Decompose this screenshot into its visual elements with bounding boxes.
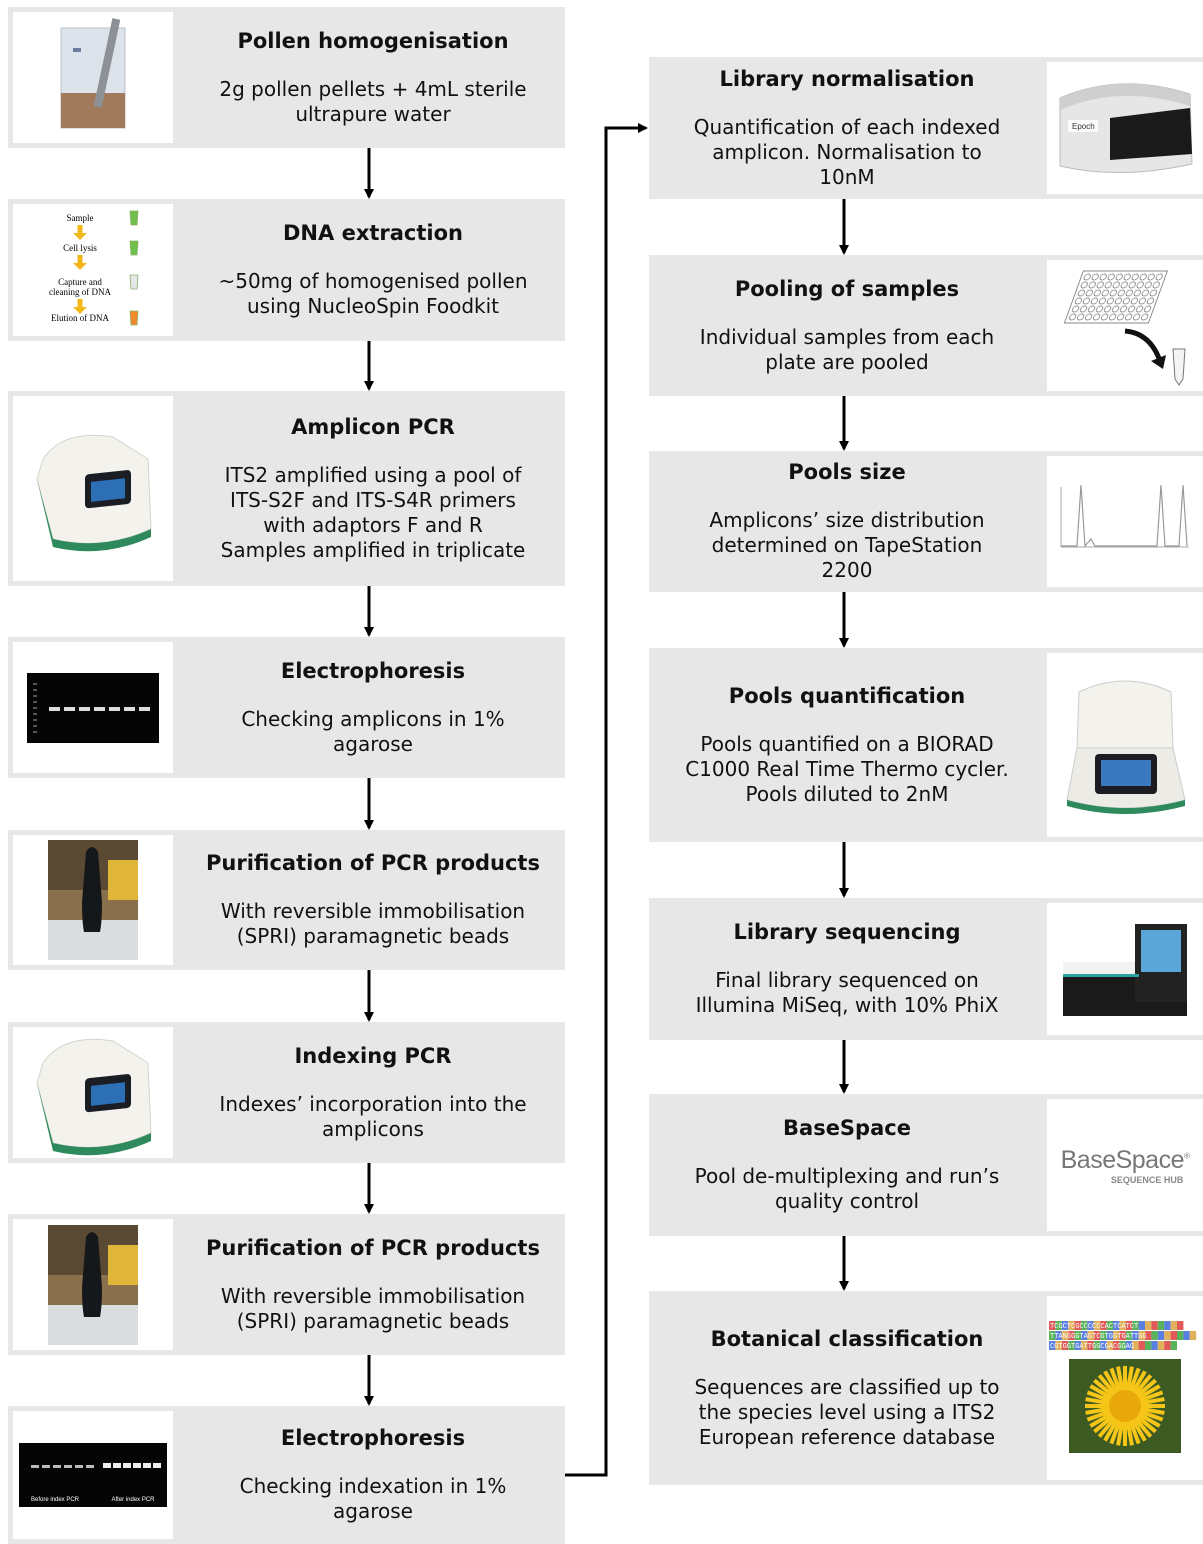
step-title: Electrophoresis (280, 658, 466, 683)
electropherogram-icon (1047, 456, 1203, 587)
magnet-rack-photo-icon (13, 1219, 173, 1350)
left-step-7-purification-of-pcr-products: Purification of PCR products With revers… (8, 1214, 565, 1355)
step-title: Indexing PCR (294, 1043, 452, 1068)
basespace-logo-icon: BaseSpace® SEQUENCE HUB (1047, 1099, 1203, 1231)
sequencer-photo-icon (1047, 903, 1203, 1035)
step-description: With reversible immobilisation (SPRI) pa… (220, 899, 526, 948)
left-step-1-pollen-homogenisation: Pollen homogenisation 2g pollen pellets … (8, 7, 565, 148)
plate-reader-photo-icon: Epoch (1047, 62, 1203, 194)
right-step-1-library-normalisation: Epoch Library normalisation Quantificati… (649, 57, 1203, 199)
step-title: DNA extraction (283, 221, 463, 245)
step-description: ~50mg of homogenised pollen using Nucleo… (218, 269, 528, 318)
step-description: 2g pollen pellets + 4mL sterile ultrapur… (219, 76, 527, 126)
left-step-5-purification-of-pcr-products: Purification of PCR products With revers… (8, 830, 565, 970)
step-title: Electrophoresis (280, 1426, 466, 1450)
step-title: Pools size (788, 460, 906, 484)
sequence-row: TCGCTCGCCCCCCACTCATCT (1050, 1323, 1138, 1331)
extraction-step-label: Capture and (58, 277, 102, 287)
step-description: Checking indexation in 1% agarose (239, 1474, 507, 1523)
left-step-6-indexing-pcr: Indexing PCR Indexes’ incorporation into… (8, 1022, 565, 1163)
left-step-8-electrophoresis: Before index PCR After index PCR Electrop… (8, 1406, 565, 1544)
step-title: Amplicon PCR (291, 414, 455, 439)
gel-label-before: Before index PCR (31, 1497, 80, 1503)
step-description: Pool de-multiplexing and run’s quality c… (694, 1164, 1000, 1213)
step-title: Library normalisation (719, 66, 975, 91)
step-title: Purification of PCR products (206, 1235, 540, 1260)
qpcr-photo-icon (1047, 653, 1203, 837)
extraction-step-label: Sample (67, 213, 94, 223)
step-title: Botanical classification (710, 1326, 984, 1351)
step-description: Sequences are classified up to the speci… (694, 1374, 1000, 1449)
plate-reader-label: Epoch (1072, 122, 1095, 131)
right-step-3-pools-size: Pools size Amplicons’ size distribution … (649, 451, 1203, 592)
step-title: Purification of PCR products (206, 851, 540, 875)
sequence-row: CGTGGTGATTGGCGACGGAG (1050, 1343, 1134, 1351)
extraction-step-label: cleaning of DNA (49, 287, 111, 297)
right-step-2-pooling-of-samples: Pooling of samples Individual samples fr… (649, 255, 1203, 396)
step-description: Individual samples from each plate are p… (699, 324, 995, 374)
connector-arrow-left-to-right (565, 123, 648, 1477)
step-description: Indexes’ incorporation into the amplicon… (219, 1091, 527, 1141)
gel-photo-icon: Before index PCR After index PCR (13, 1411, 173, 1539)
beaker-photo-icon (13, 12, 173, 143)
right-step-6-basespace: BaseSpace® SEQUENCE HUB BaseSpace Pool d… (649, 1094, 1203, 1236)
step-title: Library sequencing (733, 920, 961, 944)
thermocycler-photo-icon (13, 1027, 173, 1158)
step-description: Checking amplicons in 1% agarose (241, 706, 505, 756)
step-description: ITS2 amplified using a pool of ITS-S2F a… (220, 462, 526, 562)
step-title: Pooling of samples (734, 276, 960, 301)
basespace-logo-subtitle: SEQUENCE HUB (1110, 1174, 1184, 1185)
step-description: Pools quantified on a BIORAD C1000 Real … (685, 731, 1009, 806)
extraction-step-label: Elution of DNA (51, 313, 109, 323)
step-description: Quantification of each indexed amplicon.… (693, 114, 1001, 189)
step-description: Final library sequenced on Illumina MiSe… (695, 968, 999, 1017)
sequence-flower-photo-icon: TCGCTCGCCCCCCACTCATCT TTANGGGTAGTCGTGGTGA… (1047, 1296, 1203, 1480)
basespace-logo-text: BaseSpace® (1060, 1145, 1190, 1174)
plate-to-tube-icon (1047, 260, 1203, 391)
left-step-3-amplicon-pcr: Amplicon PCR ITS2 amplified using a pool… (8, 391, 565, 586)
gel-photo-icon (13, 642, 173, 773)
right-step-5-library-sequencing: Library sequencing Final library sequenc… (649, 898, 1203, 1040)
step-description: Amplicons’ size distribution determined … (709, 508, 985, 582)
sequence-row: TTANGGGTAGTCGTGGTGATTGG (1050, 1333, 1147, 1341)
step-title: Pollen homogenisation (237, 28, 509, 53)
right-step-4-pools-quantification: Pools quantification Pools quantified on… (649, 648, 1203, 842)
thermocycler-photo-icon (13, 396, 173, 581)
step-description: With reversible immobilisation (SPRI) pa… (220, 1283, 526, 1333)
step-title: Pools quantification (728, 683, 966, 708)
extraction-step-label: Cell lysis (63, 243, 97, 253)
gel-label-after: After index PCR (111, 1497, 155, 1503)
step-title: BaseSpace (783, 1116, 911, 1140)
magnet-rack-photo-icon (13, 835, 173, 965)
right-step-7-botanical-classification: TCGCTCGCCCCCCACTCATCT TTANGGGTAGTCGTGGTGA… (649, 1291, 1203, 1485)
left-step-4-electrophoresis: Electrophoresis Checking amplicons in 1%… (8, 637, 565, 778)
